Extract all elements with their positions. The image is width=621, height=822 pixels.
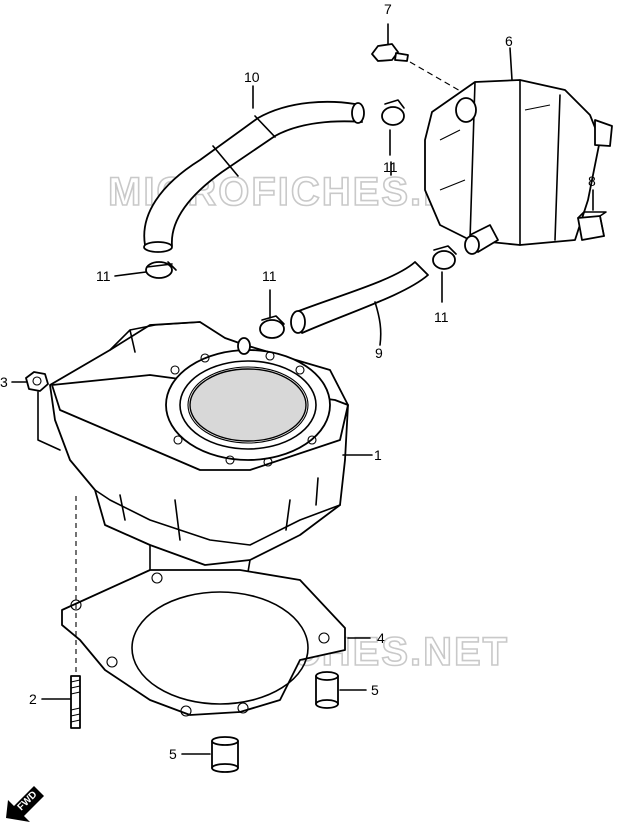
hose-upper <box>143 100 365 253</box>
bolt-7 <box>371 23 463 93</box>
clamp-left <box>114 261 177 279</box>
clamp-middle <box>259 289 285 339</box>
callout-5-right: 5 <box>371 682 379 698</box>
callout-11-right: 11 <box>434 309 449 325</box>
clamp-upper-right <box>381 99 405 156</box>
cylinder-block <box>49 321 373 594</box>
base-gasket <box>61 569 371 717</box>
callout-6: 6 <box>505 33 513 49</box>
dowel-pin-left <box>181 736 239 773</box>
callout-10: 10 <box>244 69 260 85</box>
rubber-pad <box>577 189 607 241</box>
breather-box <box>424 79 613 255</box>
callout-7: 7 <box>384 1 392 17</box>
callout-3: 3 <box>0 374 8 390</box>
callout-11-middle: 11 <box>262 268 277 284</box>
callout-1: 1 <box>374 447 382 463</box>
callout-4: 4 <box>377 630 385 646</box>
callout-11-upper: 11 <box>383 159 398 175</box>
callout-8: 8 <box>588 173 596 189</box>
callout-9: 9 <box>375 345 383 361</box>
stud-bolt <box>41 496 81 729</box>
callout-2: 2 <box>29 691 37 707</box>
fwd-arrow-icon: FWD <box>6 786 44 822</box>
dowel-pin-right <box>315 671 367 709</box>
nut-3 <box>11 371 61 451</box>
hose-lower <box>290 261 429 346</box>
callout-11-left: 11 <box>96 268 111 284</box>
callout-5-left: 5 <box>169 746 177 762</box>
leader-lines <box>252 47 513 176</box>
clamp-right <box>432 245 457 303</box>
